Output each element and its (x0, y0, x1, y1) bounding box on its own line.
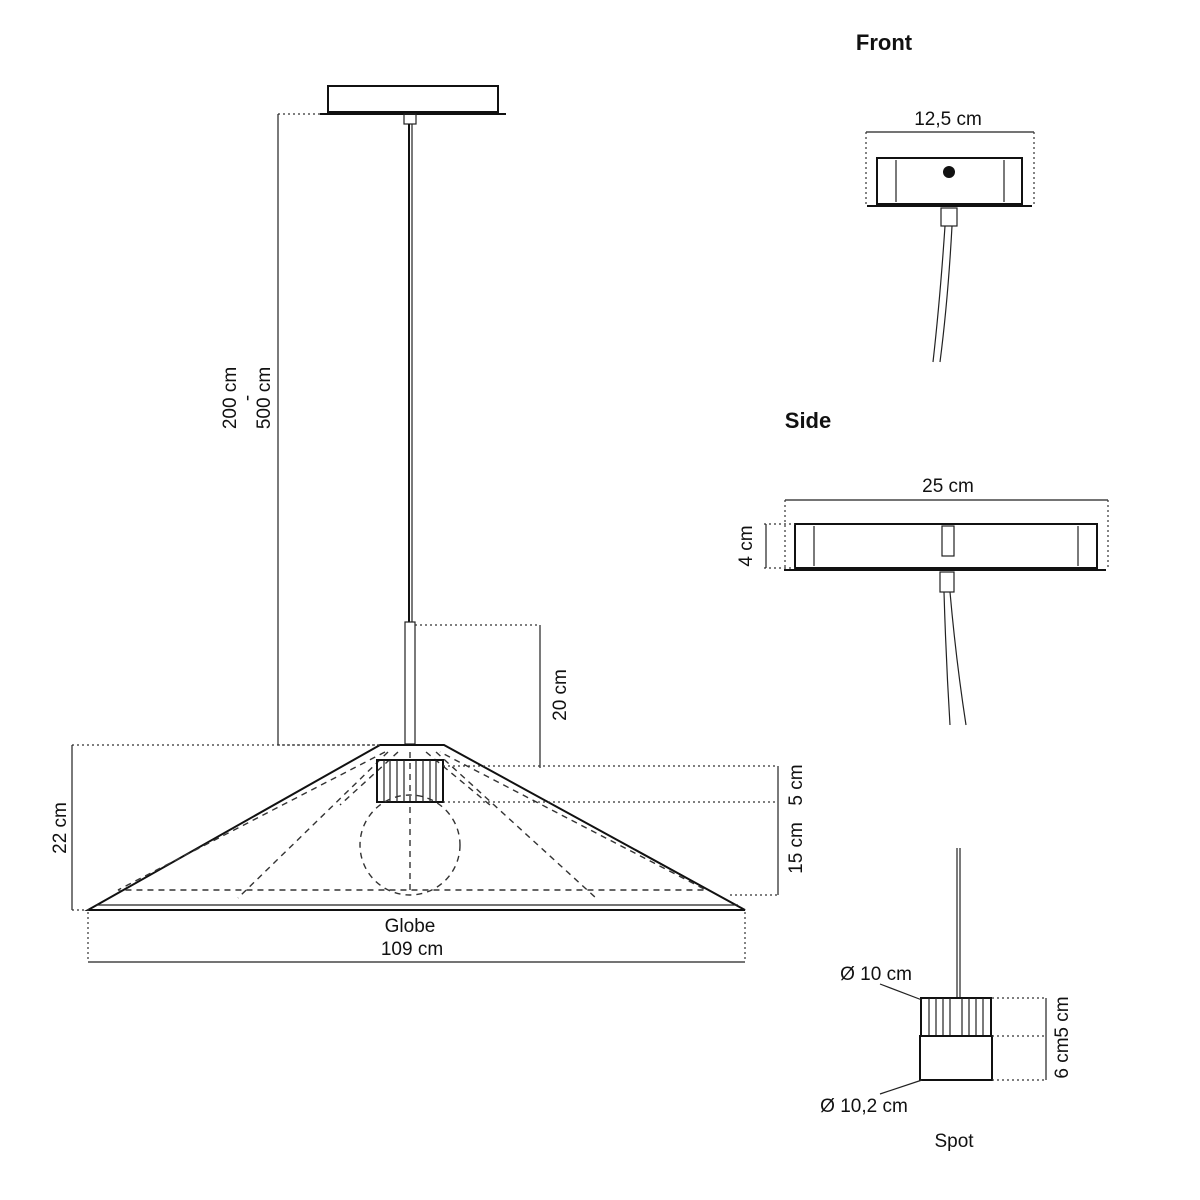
side-height-label: 4 cm (736, 525, 757, 566)
front-view-title: Front (856, 30, 913, 55)
spot-bottom-diameter-label: Ø 10,2 cm (820, 1096, 908, 1117)
spot-bottom-leader (879, 1079, 923, 1095)
side-cable (943, 591, 951, 726)
spot-height-dimension: 5 cm 6 cm (992, 996, 1073, 1081)
front-cable (932, 225, 946, 363)
lamp-stem (404, 621, 416, 745)
front-canopy (876, 157, 1023, 205)
drop-min-label: 200 cm (220, 367, 241, 429)
spot-cage-bars (928, 998, 984, 1036)
shade-height-label: 22 cm (50, 802, 71, 854)
side-view-title: Side (785, 408, 831, 433)
front-cable-clamp (940, 207, 958, 227)
stem-dimension: 20 cm (415, 624, 571, 768)
front-view: Front 12,5 cm (856, 30, 1035, 363)
side-width-label: 25 cm (922, 476, 974, 497)
drop-dimension: 200 cm - 500 cm (220, 113, 380, 746)
socket-cage (376, 759, 444, 803)
side-cable-clamp (939, 571, 955, 593)
front-cable-hole (943, 166, 955, 178)
spot-lower-height-label: 6 cm (1052, 1037, 1073, 1078)
side-inner-clamp (941, 525, 955, 557)
socket-height-label: 5 cm (786, 764, 807, 805)
socket-cage-bars (383, 760, 437, 802)
side-view: Side 25 cm 4 cm (736, 408, 1109, 726)
drop-separator: - (237, 395, 258, 401)
stem-label: 20 cm (550, 669, 571, 721)
bulb-height-label: 15 cm (786, 822, 807, 874)
light-bulb (359, 794, 461, 896)
spot-name-label: Spot (934, 1131, 974, 1152)
drop-max-label: 500 cm (254, 367, 275, 429)
front-cable-edge (939, 225, 953, 363)
side-cable-edge (949, 591, 967, 726)
model-name-label: Globe (385, 916, 436, 937)
cable-clamp-top (403, 113, 417, 125)
spot-body (919, 1035, 993, 1081)
side-canopy (794, 523, 1098, 569)
shade-height-dimension: 22 cm (50, 744, 380, 911)
spot-cage (920, 997, 992, 1037)
shade-ribs (117, 751, 707, 899)
shade-width-label: 109 cm (381, 939, 443, 960)
front-width-label: 12,5 cm (914, 109, 982, 130)
main-pendant-view: 200 cm - 500 cm 20 cm 22 cm 5 cm 15 cm (50, 85, 807, 963)
spot-top-diameter-label: Ø 10 cm (840, 964, 912, 985)
spot-upper-height-label: 5 cm (1052, 996, 1073, 1037)
ceiling-canopy (327, 85, 499, 113)
socket-bulb-dimension: 5 cm 15 cm (443, 764, 807, 896)
spot-top-leader (879, 983, 923, 1001)
shade-width-dimension: 109 cm (87, 912, 746, 963)
side-height-dimension: 4 cm (736, 523, 795, 569)
spot-view: Ø 10 cm Ø 10,2 cm 5 cm 6 cm Spot (820, 848, 1073, 1152)
